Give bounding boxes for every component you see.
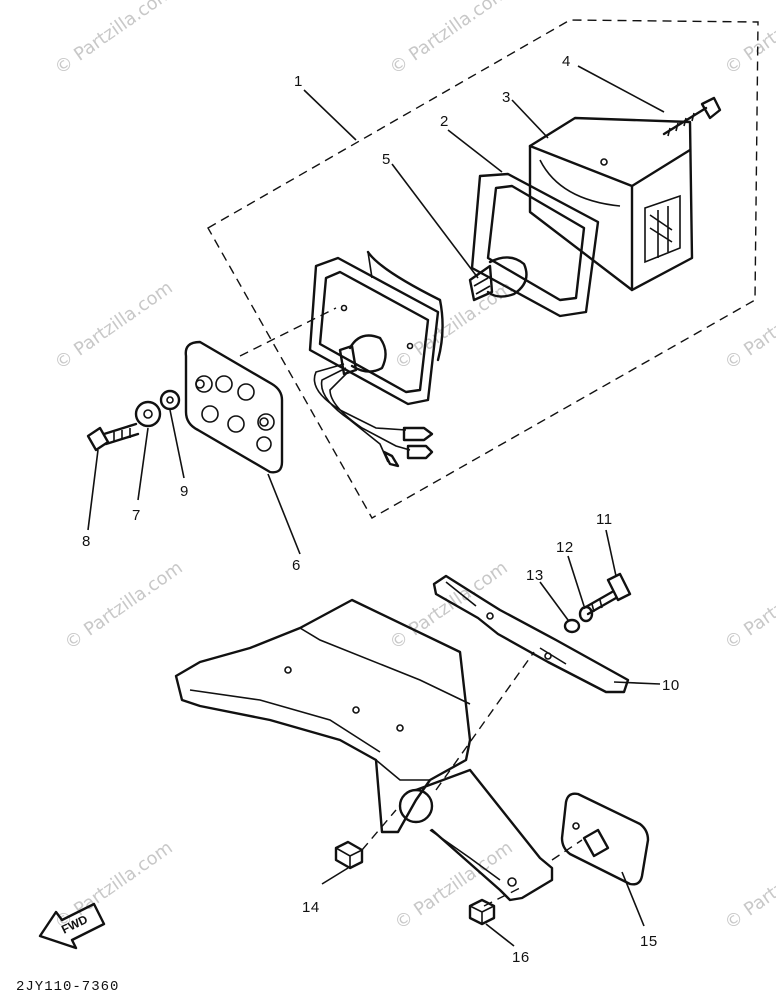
callout-15: 15	[640, 933, 658, 950]
callout-4: 4	[562, 53, 571, 70]
callout-numbers: 1 2 3 4 5 6 7 8 9 10 11 12 13 14 15 16	[82, 53, 680, 966]
callout-2: 2	[440, 113, 449, 130]
leader-lines	[87, 65, 665, 947]
part-screw-short[interactable]	[86, 422, 140, 452]
part-spring-washer[interactable]	[159, 389, 181, 411]
part-washer-13[interactable]	[563, 618, 581, 634]
callout-6: 6	[292, 557, 301, 574]
watermark: © Partzilla.com	[51, 277, 177, 374]
watermarks: © Partzilla.com © Partzilla.com © Partzi…	[51, 0, 776, 934]
callout-12: 12	[556, 539, 574, 556]
watermark: © Partzilla.com	[721, 837, 776, 934]
callout-7: 7	[132, 507, 141, 524]
part-reflector[interactable]	[560, 792, 650, 886]
callout-11: 11	[596, 511, 613, 528]
callout-16: 16	[512, 949, 530, 966]
watermark: © Partzilla.com	[51, 0, 177, 79]
part-taillight-base[interactable]	[308, 250, 444, 468]
watermark: © Partzilla.com	[721, 0, 776, 79]
watermark: © Partzilla.com	[721, 277, 776, 374]
callout-10: 10	[662, 677, 680, 694]
callout-9: 9	[180, 483, 189, 500]
callout-13: 13	[526, 567, 544, 584]
part-lens-housing[interactable]	[528, 116, 694, 292]
part-washer[interactable]	[134, 400, 162, 428]
part-screw-long[interactable]	[662, 96, 722, 137]
callout-14: 14	[302, 899, 320, 916]
watermark: © Partzilla.com	[61, 557, 187, 654]
diagram-code: 2JY110-7360	[16, 979, 119, 995]
part-nut-16[interactable]	[468, 898, 496, 926]
callout-8: 8	[82, 533, 91, 550]
part-nut-14[interactable]	[334, 840, 364, 870]
watermark: © Partzilla.com	[391, 277, 517, 374]
assembly-boundary	[207, 19, 759, 519]
callout-3: 3	[502, 89, 511, 106]
callout-5: 5	[382, 151, 391, 168]
callout-1: 1	[294, 73, 303, 90]
watermark: © Partzilla.com	[386, 0, 512, 79]
part-bulb[interactable]	[468, 256, 528, 302]
part-washer-12[interactable]	[578, 605, 594, 623]
part-base-gasket[interactable]	[184, 340, 284, 474]
watermark: © Partzilla.com	[391, 837, 517, 934]
part-stay-plate[interactable]	[432, 574, 630, 694]
part-gasket[interactable]	[470, 172, 600, 318]
part-fender-bracket[interactable]	[174, 598, 554, 902]
watermark: © Partzilla.com	[721, 557, 776, 654]
